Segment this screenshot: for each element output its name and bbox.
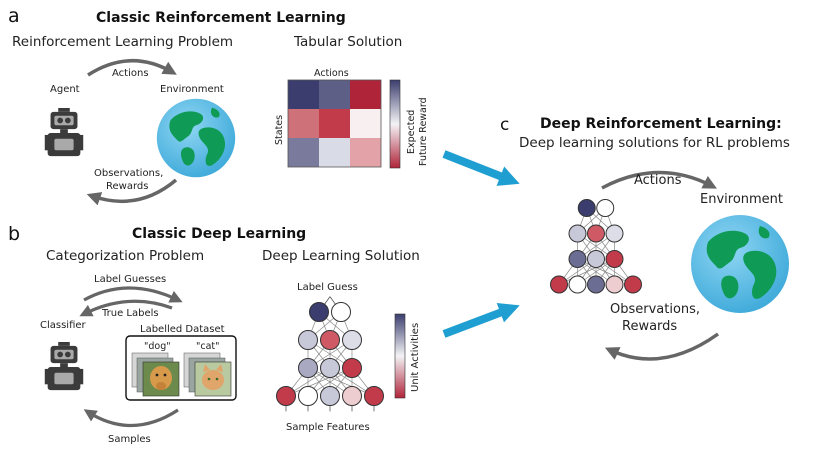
network-unit (587, 275, 605, 294)
network-unit (298, 358, 318, 378)
environment-globe-icon-c (691, 215, 789, 313)
cat-label: "cat" (196, 341, 220, 352)
q-table-border (287, 79, 382, 168)
observations-label-a-1: Observations, (94, 168, 163, 179)
true-labels-arrow (79, 299, 173, 317)
network-unit (364, 386, 384, 406)
network-edge (558, 258, 615, 285)
colorbar-label-1: Expected (406, 110, 417, 154)
network-unit (331, 302, 351, 322)
network-unit (568, 275, 587, 294)
agent-robot-icon (44, 108, 84, 157)
network-unit (605, 275, 624, 294)
deep-learning-network-b (276, 296, 384, 412)
network-unit (342, 330, 362, 350)
network-unit (568, 224, 587, 243)
network-unit (298, 330, 318, 350)
network-edge (285, 367, 353, 397)
true-labels-label: True Labels (101, 308, 159, 319)
panel-a-right-subtitle: Tabular Solution (293, 34, 402, 50)
panel-c-title: Deep Reinforcement Learning: (540, 116, 782, 132)
observations-label-c-2: Rewards (622, 319, 677, 334)
environment-label-c: Environment (700, 192, 783, 207)
panel-c: c Deep Reinforcement Learning: Deep lear… (500, 115, 790, 361)
network-unit (550, 275, 568, 294)
environment-globe-icon-a (156, 98, 236, 178)
actions-arrow-c (601, 170, 717, 190)
panel-a-left-subtitle: Reinforcement Learning Problem (12, 34, 233, 50)
network-unit (276, 386, 296, 406)
network-unit (624, 275, 642, 294)
table-actions-label: Actions (314, 68, 349, 79)
network-unit (568, 250, 587, 268)
observations-label-c-1: Observations, (610, 302, 700, 317)
network-unit (342, 386, 362, 406)
q-table-cell (350, 138, 381, 167)
colorbar-label-2: Future Reward (418, 97, 429, 166)
observations-label-a-2: Rewards (106, 181, 148, 192)
unit-activities-label: Unit Activities (410, 323, 421, 392)
panel-a: a Classic Reinforcement Learning Reinfor… (8, 5, 429, 206)
panel-b-right-subtitle: Deep Learning Solution (262, 248, 420, 264)
panel-c-letter: c (500, 115, 509, 135)
dog-image-stack (131, 352, 180, 397)
observations-arrow-a (86, 178, 178, 206)
blue-arrow-dl-to-drl (442, 302, 520, 338)
network-unit (320, 358, 340, 378)
agent-label: Agent (50, 84, 80, 95)
samples-arrow (83, 408, 179, 428)
network-unit (298, 386, 318, 406)
panel-b-letter: b (8, 223, 20, 245)
network-unit (320, 386, 340, 406)
q-table-cell (350, 109, 381, 138)
network-unit (596, 199, 615, 217)
table-states-label: States (274, 115, 285, 145)
network-unit (309, 302, 329, 322)
panel-b: b Classic Deep Learning Categorization P… (8, 223, 421, 445)
q-table-cell (288, 109, 319, 138)
blue-arrow-rl-to-drl (442, 150, 520, 186)
unit-activities-colorbar (394, 313, 406, 399)
label-guesses-arrow (83, 286, 183, 303)
q-table-cell (319, 80, 350, 109)
cat-image-stack (183, 352, 232, 397)
label-guesses-label: Label Guesses (94, 274, 166, 285)
tabular-q-table (287, 79, 382, 168)
q-table-cell (350, 80, 381, 109)
actions-arrow-a (87, 59, 177, 77)
q-table-cell (319, 109, 350, 138)
network-unit (587, 224, 605, 243)
q-table-cell (288, 80, 319, 109)
network-unit (605, 250, 624, 268)
panel-b-left-subtitle: Categorization Problem (46, 248, 204, 264)
dog-label: "dog" (144, 341, 171, 352)
reward-colorbar (389, 79, 401, 169)
q-table-cell (319, 138, 350, 167)
panel-a-letter: a (8, 5, 20, 27)
network-unit (342, 358, 362, 378)
q-table-cell (288, 138, 319, 167)
panel-c-subtitle: Deep learning solutions for RL problems (519, 135, 790, 151)
classifier-label: Classifier (40, 320, 87, 331)
network-unit (320, 330, 340, 350)
environment-label-a: Environment (160, 84, 224, 95)
label-guess-label: Label Guess (297, 282, 358, 293)
network-unit (587, 250, 605, 268)
sample-features-label: Sample Features (286, 422, 370, 433)
network-unit (605, 224, 624, 243)
observations-arrow-c (604, 332, 720, 361)
dataset-label: Labelled Dataset (140, 324, 225, 335)
samples-label: Samples (108, 434, 151, 445)
panel-b-title: Classic Deep Learning (132, 226, 306, 242)
actions-label-c: Actions (634, 173, 682, 188)
actions-label-a: Actions (112, 68, 149, 79)
classifier-robot-icon (44, 342, 84, 391)
network-unit (577, 199, 596, 217)
panel-a-title: Classic Reinforcement Learning (96, 10, 346, 26)
deep-rl-network-c (550, 199, 642, 294)
